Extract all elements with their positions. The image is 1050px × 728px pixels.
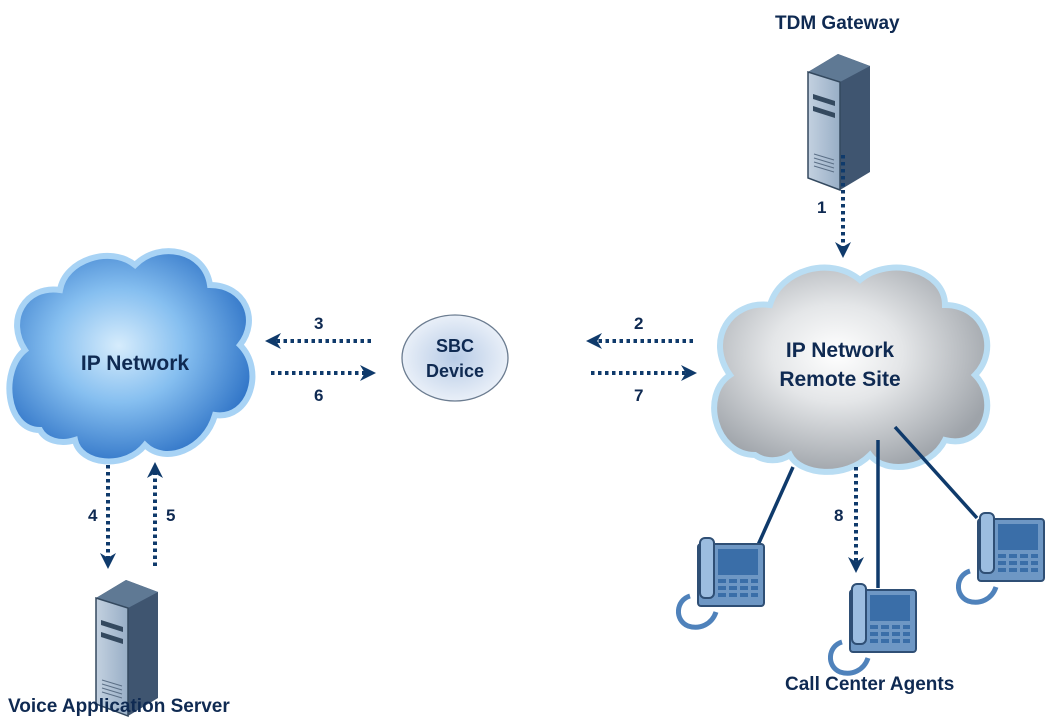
ip-network-label: IP Network xyxy=(80,352,190,375)
ip-network-remote-label: IP Network Remote Site xyxy=(765,336,915,394)
step-number-7: 7 xyxy=(634,386,644,405)
ip-network-cloud-icon xyxy=(6,248,256,465)
step-number-8: 8 xyxy=(834,506,844,525)
sbc-label-line-1: SBC xyxy=(435,336,474,356)
step-number-2: 2 xyxy=(634,314,644,333)
remote-label-line-2: Remote Site xyxy=(779,368,901,391)
sbc-device-ellipse xyxy=(401,314,509,402)
voice-app-server-label: Voice Application Server xyxy=(8,696,230,717)
sbc-device-label: SBC Device xyxy=(405,334,505,384)
step-number-3: 3 xyxy=(314,314,324,333)
phone-line-left xyxy=(756,466,795,546)
call-center-agents-label: Call Center Agents xyxy=(785,674,955,695)
step-number-4: 4 xyxy=(88,506,98,525)
tdm-gateway-server-icon xyxy=(807,53,871,191)
phone-agent-2-icon xyxy=(830,584,916,673)
sbc-label-line-2: Device xyxy=(425,361,485,381)
step-number-1: 1 xyxy=(817,198,827,217)
phone-line-right xyxy=(893,425,979,520)
step-number-5: 5 xyxy=(166,506,176,525)
phone-agent-3-icon xyxy=(958,513,1044,602)
tdm-gateway-label: TDM Gateway xyxy=(775,13,900,34)
phone-lines xyxy=(756,425,979,588)
ip-network-remote-cloud-icon xyxy=(711,264,991,475)
remote-label-line-1: IP Network xyxy=(785,339,895,362)
phone-agent-1-icon xyxy=(678,538,764,627)
step-number-6: 6 xyxy=(314,386,324,405)
